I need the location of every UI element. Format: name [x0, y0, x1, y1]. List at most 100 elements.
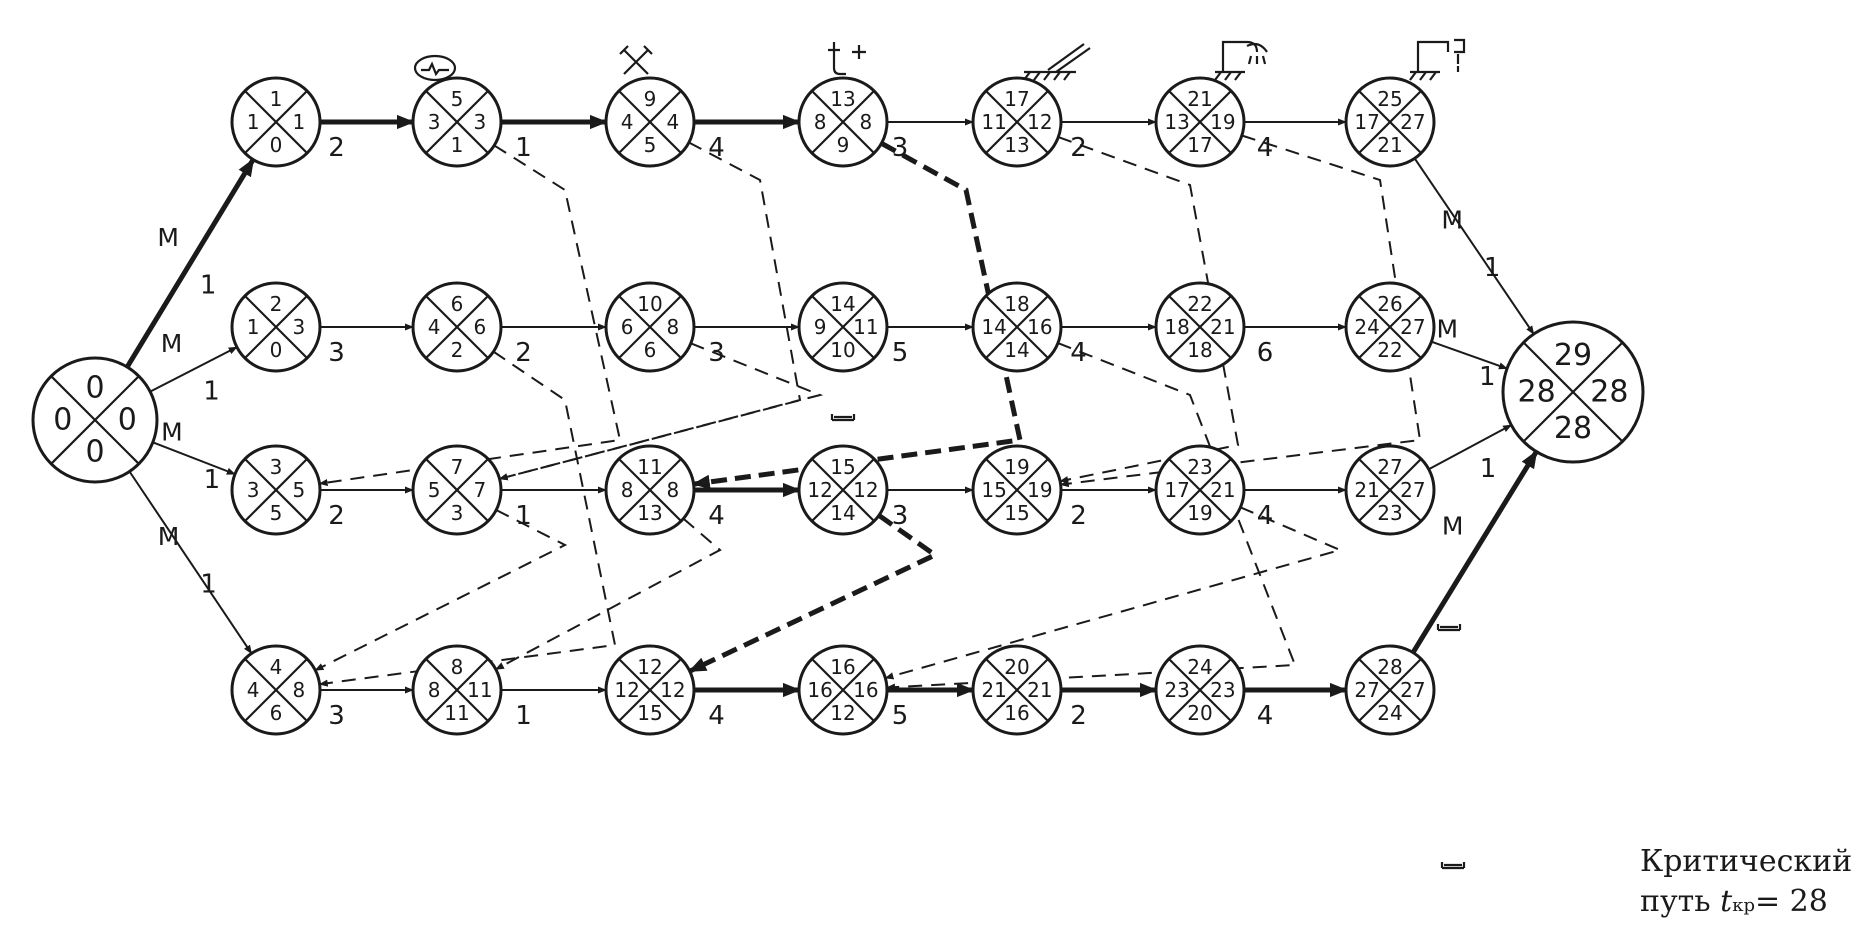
duration-label: 2	[1070, 701, 1087, 731]
node-bottom-value: 17	[1187, 133, 1212, 157]
duration-label: 4	[708, 133, 725, 163]
node-left-value: 17	[1354, 110, 1379, 134]
node-left-value: 21	[1354, 478, 1379, 502]
node-left-value: 4	[247, 678, 260, 702]
node-right-value: 19	[1027, 478, 1052, 502]
node-top-value: 8	[451, 655, 464, 679]
node-bottom-value: 10	[830, 338, 855, 362]
activity-arrow	[152, 441, 236, 476]
node-left-value: 12	[807, 478, 832, 502]
node-right-value: 8	[293, 678, 306, 702]
node-left-value: 4	[428, 315, 441, 339]
node-top-value: 23	[1187, 455, 1212, 479]
node-right-value: 27	[1400, 110, 1425, 134]
node-bottom-value: 0	[270, 338, 283, 362]
activity-arrow	[1413, 157, 1535, 335]
node-left-value: 28	[1518, 375, 1556, 410]
duration-label: 1	[515, 133, 532, 163]
node-right-value: 21	[1027, 678, 1052, 702]
duration-label: 4	[1257, 133, 1274, 163]
formwork-icon	[1023, 43, 1091, 81]
node-bottom-value: 5	[644, 133, 657, 157]
node-bottom-value: 14	[1004, 338, 1029, 362]
node-top-value: 29	[1554, 338, 1592, 373]
node-top-value: 2	[270, 292, 283, 316]
dependency-arrow	[884, 506, 1343, 680]
node-top-value: 15	[830, 455, 855, 479]
resource-label: М	[158, 522, 180, 551]
duration-label: 2	[515, 338, 532, 368]
node-top-value: 6	[451, 292, 464, 316]
node-bottom-value: 24	[1377, 701, 1402, 725]
activity-arrow	[1428, 424, 1513, 471]
node-left-value: 3	[247, 478, 260, 502]
duration-label: 3	[328, 701, 345, 731]
duration-label: 6	[1257, 338, 1274, 368]
duration-label: 2	[1070, 133, 1087, 163]
bench-mark-icon	[830, 414, 856, 422]
node-right-value: 27	[1400, 315, 1425, 339]
duration-label: 4	[708, 701, 725, 731]
node-left-value: 9	[814, 315, 827, 339]
node-left-value: 3	[428, 110, 441, 134]
node-bottom-value: 1	[451, 133, 464, 157]
node-top-value: 20	[1004, 655, 1029, 679]
node-bottom-value: 19	[1187, 501, 1212, 525]
duration-label: 4	[1257, 701, 1274, 731]
node-top-value: 13	[830, 87, 855, 111]
node-left-value: 16	[807, 678, 832, 702]
node-left-value: 1	[247, 110, 260, 134]
node-right-value: 8	[667, 478, 680, 502]
dependency-arrow	[688, 513, 940, 674]
node-left-value: 21	[981, 678, 1006, 702]
node-left-value: 5	[428, 478, 441, 502]
node-top-value: 21	[1187, 87, 1212, 111]
resource-label: М	[161, 418, 183, 447]
node-top-value: 4	[270, 655, 283, 679]
node-right-value: 21	[1210, 315, 1235, 339]
dependency-arrow	[495, 517, 722, 671]
node-top-value: 14	[830, 292, 855, 316]
node-right-value: 12	[1027, 110, 1052, 134]
duration-label: 4	[708, 501, 725, 531]
node-top-value: 24	[1187, 655, 1212, 679]
resource-label: М	[1436, 315, 1458, 344]
node-top-value: 18	[1004, 292, 1029, 316]
duration-label: 3	[892, 133, 909, 163]
node-left-value: 13	[1164, 110, 1189, 134]
node-bottom-value: 15	[1004, 501, 1029, 525]
node-left-value: 8	[428, 678, 441, 702]
duration-label: 1	[1484, 253, 1501, 283]
activity-arrow	[149, 346, 238, 393]
bench-mark-icon	[1436, 624, 1462, 632]
node-left-value: 1	[247, 315, 260, 339]
duration-label: 1	[200, 569, 217, 599]
node-top-value: 7	[451, 455, 464, 479]
duration-label: 1	[1479, 362, 1496, 392]
duration-label: 5	[892, 701, 909, 731]
node-right-value: 0	[118, 403, 137, 438]
node-right-value: 3	[474, 110, 487, 134]
node-bottom-value: 5	[270, 501, 283, 525]
edge-layer	[125, 114, 1539, 698]
node-right-value: 4	[667, 110, 680, 134]
duration-label: 1	[1480, 454, 1497, 484]
node-right-value: 16	[1027, 315, 1052, 339]
duration-label: 4	[1257, 501, 1274, 531]
hammer-pick-icon	[619, 45, 653, 75]
node-right-value: 5	[293, 478, 306, 502]
node-top-value: 9	[644, 87, 657, 111]
activity-arrow	[128, 470, 253, 655]
node-right-value: 11	[467, 678, 492, 702]
shower-icon	[1214, 40, 1268, 81]
duration-label: 1	[203, 376, 220, 406]
